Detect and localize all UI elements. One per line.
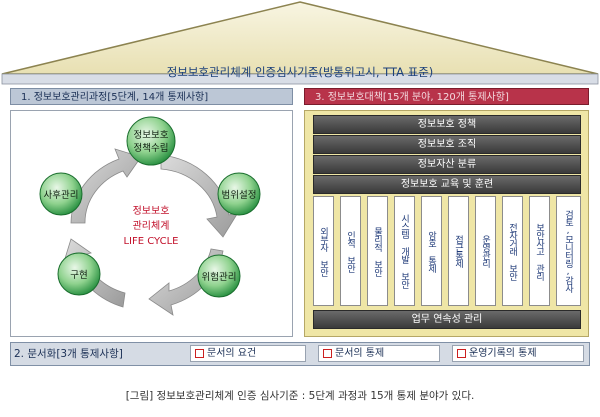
cycle-node-scope: 범위설정: [217, 172, 261, 216]
row-security-organization: 정보보호 조직: [313, 135, 581, 154]
center-line-1: 정보보호: [133, 205, 170, 217]
row-asset-classification: 정보자산 분류: [313, 155, 581, 174]
doc-item-record-control: 운영기록의 통제: [452, 345, 584, 362]
column-physical-security: 물리적 보안: [367, 196, 388, 306]
column-external-security: 외부자 보안: [313, 196, 334, 306]
life-cycle-diagram: 정보보호 관리체계 LIFE CYCLE 정보보호 정책수립 범위설정 위험관리…: [39, 116, 261, 316]
row-security-policy: 정보보호 정책: [313, 115, 581, 134]
node-followup-label: 사후관리: [44, 190, 79, 201]
roof-graphic: [1, 1, 599, 85]
column-cryptographic-control: 암호 통제: [421, 196, 442, 306]
row-business-continuity: 업무 연속성 관리: [313, 310, 581, 329]
row-education-training: 정보보호 교육 및 훈련: [313, 175, 581, 194]
center-line-3: LIFE CYCLE: [123, 236, 178, 247]
diagram-title: 정보보호관리체계 인증심사기준(방통위고시, TTA 표준): [166, 65, 434, 79]
cycle-node-policy: 정보보호 정책수립: [126, 116, 176, 166]
doc-item-document-control: 문서의 통제: [318, 345, 440, 362]
node-risk-label: 위험관리: [202, 271, 237, 283]
figure-caption: [그림] 정보보호관리체계 인증 심사기준 : 5단계 과정과 15개 통제 분…: [125, 390, 475, 402]
node-implementation-label: 구현: [70, 270, 87, 281]
column-e-commerce-security: 전자거래 보안: [502, 196, 523, 306]
life-cycle-panel: 정보보호 관리체계 LIFE CYCLE 정보보호 정책수립 범위설정 위험관리…: [10, 110, 293, 337]
center-line-2: 관리체계: [133, 220, 170, 232]
cycle-node-implementation: 구현: [57, 252, 101, 296]
column-operations-management: 운영관리: [475, 196, 496, 306]
column-incident-management: 보안사고 관리: [529, 196, 550, 306]
management-process-header: 1. 정보보호관리과정[5단계, 14개 통제사항]: [10, 88, 293, 105]
column-system-development-security: 시스템 개발 보안: [394, 196, 415, 306]
cycle-node-followup: 사후관리: [39, 172, 83, 216]
cycle-center: 정보보호 관리체계 LIFE CYCLE: [123, 205, 178, 247]
doc-item-requirements: 문서의 요건: [190, 345, 306, 362]
node-scope-label: 범위설정: [222, 189, 257, 201]
column-access-control: 접근통제: [448, 196, 469, 306]
column-review-monitoring-audit: 검토,모니터링,감사: [556, 196, 581, 306]
column-personnel-security: 인적 보안: [340, 196, 361, 306]
cycle-node-risk: 위험관리: [197, 254, 241, 298]
documentation-label: 2. 문서화[3개 통제사항]: [14, 348, 123, 360]
node-policy-line-2: 정책수립: [134, 142, 169, 154]
security-measures-header: 3. 정보보호대책[15개 분야, 120개 통제사항]: [304, 88, 589, 105]
node-policy-line-1: 정보보호: [134, 130, 169, 141]
